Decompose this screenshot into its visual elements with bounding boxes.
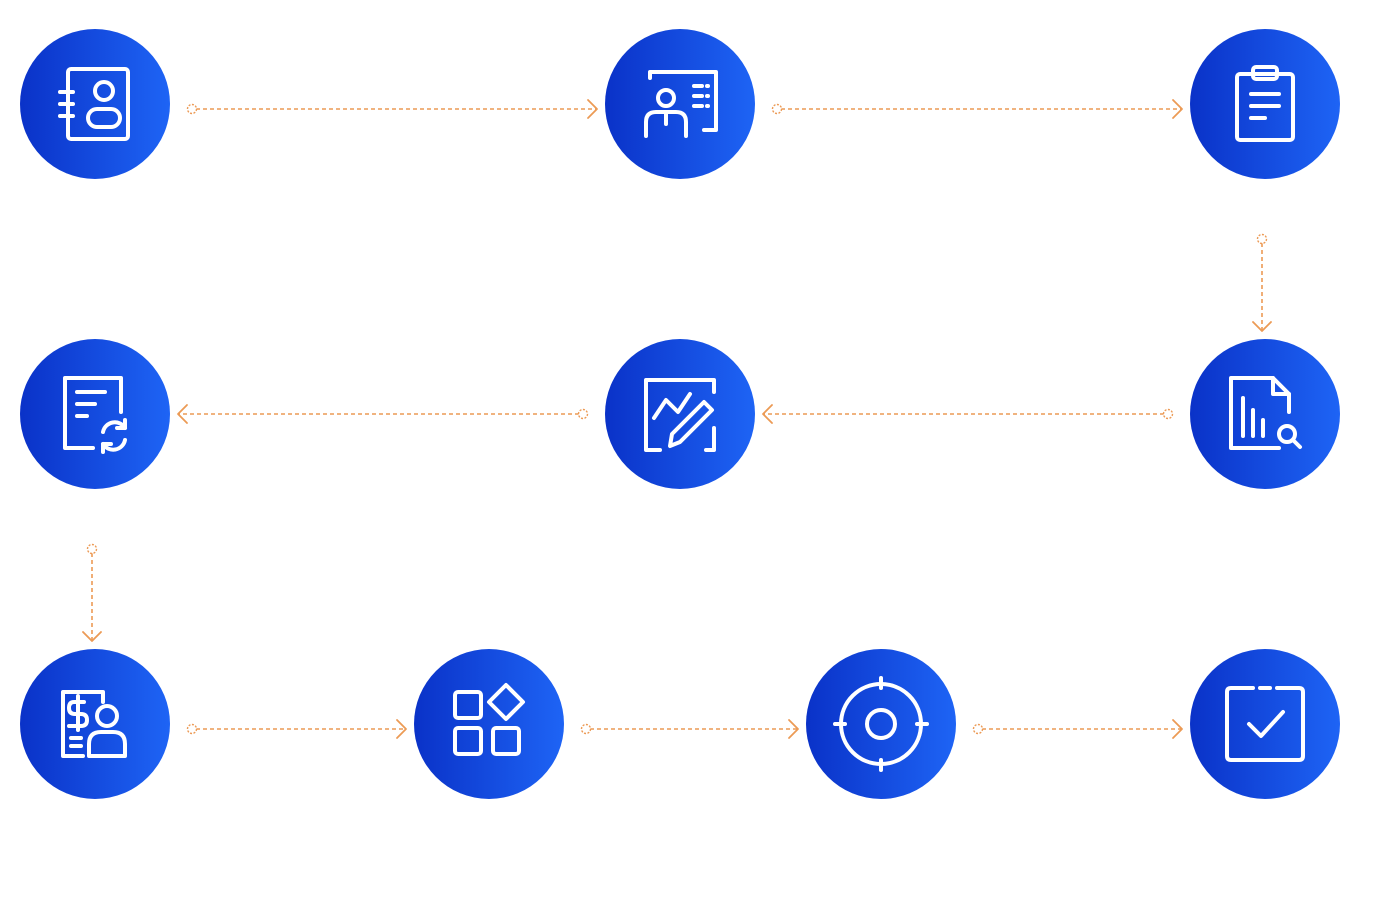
- connector-n7-n8: [186, 719, 407, 739]
- target-icon: [833, 676, 929, 772]
- node-circle: [20, 649, 170, 799]
- connector-start-dot: [771, 103, 783, 115]
- node-n5: [605, 339, 755, 489]
- connector-n4-n5: [762, 404, 1174, 424]
- clipboard-icon: [1235, 65, 1295, 142]
- node-n6: [20, 339, 170, 489]
- connector-n9-n10: [972, 719, 1183, 739]
- arrow-head: [1252, 321, 1272, 332]
- apps-grid-icon: [453, 683, 525, 756]
- node-circle: [20, 29, 170, 179]
- arrow-head: [788, 719, 799, 739]
- connector-start-dot: [580, 723, 592, 735]
- arrow-head: [1172, 99, 1183, 119]
- node-n2: [605, 29, 755, 179]
- node-circle: [414, 649, 564, 799]
- document-refresh-icon: [63, 376, 127, 454]
- document-analytics-search-icon: [1229, 376, 1302, 450]
- node-n3: [1190, 29, 1340, 179]
- arrow-head: [396, 719, 407, 739]
- connector-start-dot: [1256, 233, 1268, 245]
- arrow-head: [177, 404, 188, 424]
- connector-n8-n9: [580, 719, 799, 739]
- node-circle: [1190, 339, 1340, 489]
- node-n9: [806, 649, 956, 799]
- connectors: [82, 99, 1272, 739]
- connector-start-dot: [186, 103, 198, 115]
- arrow-head: [762, 404, 773, 424]
- contact-card-icon: [58, 67, 130, 141]
- connector-n1-n2: [186, 99, 598, 119]
- node-n1: [20, 29, 170, 179]
- node-circle: [20, 339, 170, 489]
- node-n4: [1190, 339, 1340, 489]
- payroll-user-icon: [61, 690, 127, 758]
- node-circle: [806, 649, 956, 799]
- connector-n2-n3: [771, 99, 1183, 119]
- node-n7: [20, 649, 170, 799]
- arrow-head: [82, 631, 102, 642]
- connector-n6-n7: [82, 543, 102, 642]
- nodes: [20, 29, 1340, 799]
- connector-start-dot: [972, 723, 984, 735]
- node-circle: [1190, 649, 1340, 799]
- connector-start-dot: [86, 543, 98, 555]
- node-circle: [605, 29, 755, 179]
- presentation-board-icon: [644, 70, 718, 138]
- node-circle: [605, 339, 755, 489]
- connector-n5-n6: [177, 404, 589, 424]
- connector-start-dot: [1162, 408, 1174, 420]
- node-n8: [414, 649, 564, 799]
- node-n10: [1190, 649, 1340, 799]
- chart-edit-icon: [644, 378, 716, 452]
- checkbox-done-icon: [1225, 686, 1305, 762]
- arrow-head: [1172, 719, 1183, 739]
- connector-start-dot: [577, 408, 589, 420]
- connector-start-dot: [186, 723, 198, 735]
- connector-n3-n4: [1252, 233, 1272, 332]
- arrow-head: [587, 99, 598, 119]
